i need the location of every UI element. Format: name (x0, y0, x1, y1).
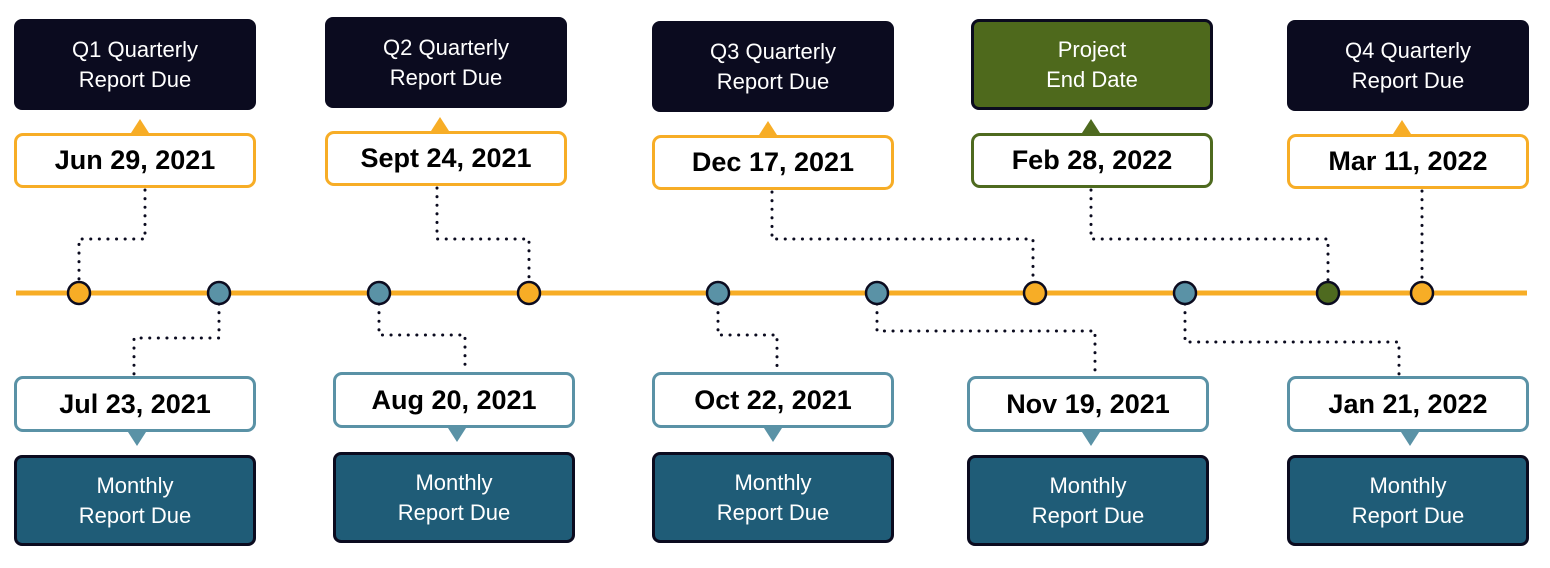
dotted-connector (875, 302, 1097, 378)
event-date-box: Jul 23, 2021 (14, 376, 256, 432)
dotted-connector (716, 302, 779, 374)
timeline-marker (1172, 280, 1198, 306)
timeline-marker (206, 280, 232, 306)
timeline-marker (516, 280, 542, 306)
timeline-marker (864, 280, 890, 306)
event-date-box: Feb 28, 2022 (971, 133, 1213, 188)
event-date: Nov 19, 2021 (1006, 388, 1170, 419)
pointer-triangle (1401, 432, 1419, 446)
event-date-box: Jun 29, 2021 (14, 133, 256, 188)
event-date: Mar 11, 2022 (1328, 146, 1488, 176)
event-date: Feb 28, 2022 (1011, 145, 1173, 175)
dotted-connector (132, 302, 221, 378)
timeline-marker (66, 280, 92, 306)
pointer-triangle (1082, 119, 1100, 133)
dotted-connector (1183, 302, 1401, 378)
event-date: Aug 20, 2021 (371, 384, 537, 415)
event-date: Dec 17, 2021 (691, 147, 855, 177)
pointer-triangle (448, 428, 466, 442)
timeline-marker (705, 280, 731, 306)
dotted-connector (77, 188, 147, 284)
dotted-connector (377, 302, 467, 374)
event-date: Jul 23, 2021 (59, 388, 211, 419)
dotted-connector (435, 186, 531, 284)
pointer-triangle (128, 432, 146, 446)
event-date-box: Jan 21, 2022 (1287, 376, 1529, 432)
event-date: Oct 22, 2021 (694, 384, 852, 415)
event-date-box: Oct 22, 2021 (652, 372, 894, 428)
event-date: Jun 29, 2021 (54, 145, 216, 175)
timeline-marker (366, 280, 392, 306)
pointer-triangle (1082, 432, 1100, 446)
event-date-box: Mar 11, 2022 (1287, 134, 1529, 189)
pointer-triangle (764, 428, 782, 442)
event-date: Jan 21, 2022 (1328, 388, 1488, 419)
event-date-box: Nov 19, 2021 (967, 376, 1209, 432)
timeline-marker (1022, 280, 1048, 306)
pointer-triangle (131, 119, 149, 133)
dotted-connector (1089, 188, 1330, 284)
timeline-marker (1409, 280, 1435, 306)
event-date-box: Aug 20, 2021 (333, 372, 575, 428)
event-date-box: Sept 24, 2021 (325, 131, 567, 186)
dotted-connector (770, 190, 1035, 284)
timeline-marker (1315, 280, 1341, 306)
pointer-triangle (759, 121, 777, 135)
event-date-box: Dec 17, 2021 (652, 135, 894, 190)
pointer-triangle (431, 117, 449, 131)
pointer-triangle (1393, 120, 1411, 134)
event-date: Sept 24, 2021 (360, 143, 532, 173)
